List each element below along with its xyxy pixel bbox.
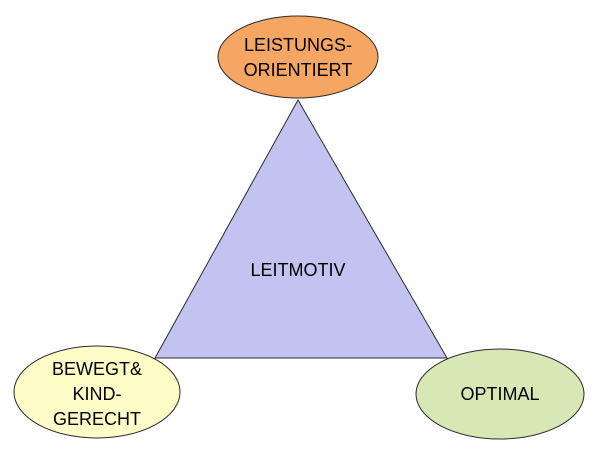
leitmotiv-triangle bbox=[154, 98, 448, 359]
node-bewegt-kindgerecht-line-3: GERECHT bbox=[53, 409, 141, 429]
node-optimal: OPTIMAL bbox=[415, 348, 585, 440]
node-bewegt-kindgerecht-line-2: KIND- bbox=[73, 384, 122, 404]
node-bewegt-kindgerecht-ellipse bbox=[13, 345, 181, 439]
node-optimal-label: OPTIMAL bbox=[460, 384, 539, 404]
node-leistungsorientiert-ellipse bbox=[217, 15, 379, 99]
center-label: LEITMOTIV bbox=[250, 260, 345, 280]
node-optimal-ellipse bbox=[415, 348, 585, 440]
node-leistungsorientiert-line-2: ORIENTIERT bbox=[244, 60, 353, 80]
node-bewegt-kindgerecht: BEWEGT& KIND- GERECHT bbox=[13, 345, 181, 439]
node-bewegt-kindgerecht-line-1: BEWEGT& bbox=[52, 359, 142, 379]
node-leistungsorientiert: LEISTUNGS- ORIENTIERT bbox=[217, 15, 379, 99]
node-leistungsorientiert-line-1: LEISTUNGS- bbox=[244, 35, 352, 55]
